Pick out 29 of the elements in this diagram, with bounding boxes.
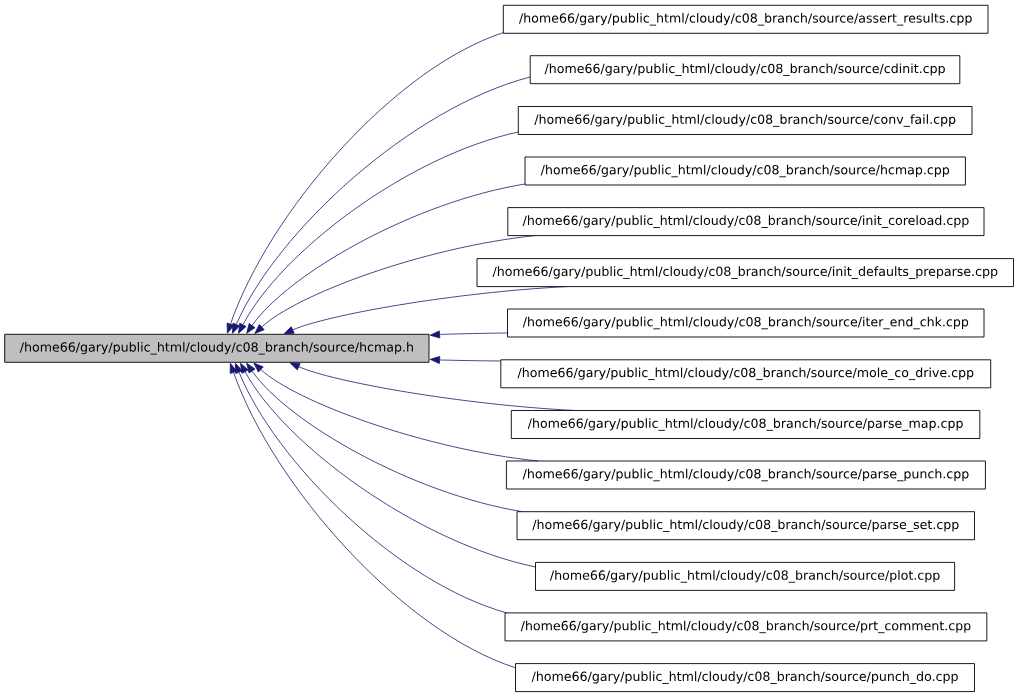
file-box: /home66/gary/public_html/cloudy/c08_branch/source/parse_set.cpp — [516, 511, 975, 541]
file-box: /home66/gary/public_html/cloudy/c08_branch/source/conv_fail.cpp — [517, 106, 973, 135]
arrow — [246, 183, 526, 334]
file-box: /home66/gary/public_html/cloudy/c08_branch/source/punch_do.cpp — [515, 663, 975, 693]
arrow — [429, 330, 508, 339]
file-box: /home66/gary/public_html/cloudy/c08_branch/source/parse_map.cpp — [510, 410, 981, 439]
file-box: /home66/gary/public_html/cloudy/c08_branch/source/plot.cpp — [535, 561, 956, 591]
arrow — [254, 235, 536, 334]
highlighted-file-box: /home66/gary/public_html/cloudy/c08_branch/source/hcmap.h — [4, 333, 430, 363]
file-box: /home66/gary/public_html/cloudy/c08_branch/source/parse_punch.cpp — [505, 460, 986, 490]
file-box: /home66/gary/public_html/cloudy/c08_branch/source/hcmap.cpp — [524, 156, 966, 186]
file-box: /home66/gary/public_html/cloudy/c08_branch/source/init_defaults_preparse.cpp — [476, 258, 1014, 288]
arrow — [283, 286, 568, 335]
file-box: /home66/gary/public_html/cloudy/c08_branch/source/assert_results.cpp — [502, 4, 989, 34]
arrow — [246, 362, 523, 513]
file-box: /home66/gary/public_html/cloudy/c08_branch/source/cdinit.cpp — [529, 55, 961, 85]
arrow — [429, 356, 502, 364]
file-box: /home66/gary/public_html/cloudy/c08_branch/source/init_coreload.cpp — [507, 207, 985, 237]
file-box: /home66/gary/public_html/cloudy/c08_branch/source/prt_comment.cpp — [504, 612, 988, 642]
arrow — [240, 362, 536, 568]
arrow — [253, 362, 539, 462]
file-box: /home66/gary/public_html/cloudy/c08_branch/source/iter_end_chk.cpp — [507, 308, 985, 338]
arrow — [235, 363, 508, 614]
arrow — [226, 32, 504, 334]
arrow — [229, 363, 516, 669]
arrow — [238, 131, 519, 334]
arrow — [289, 362, 576, 411]
arrow — [232, 76, 531, 334]
file-box: /home66/gary/public_html/cloudy/c08_branch/source/mole_co_drive.cpp — [500, 359, 992, 389]
